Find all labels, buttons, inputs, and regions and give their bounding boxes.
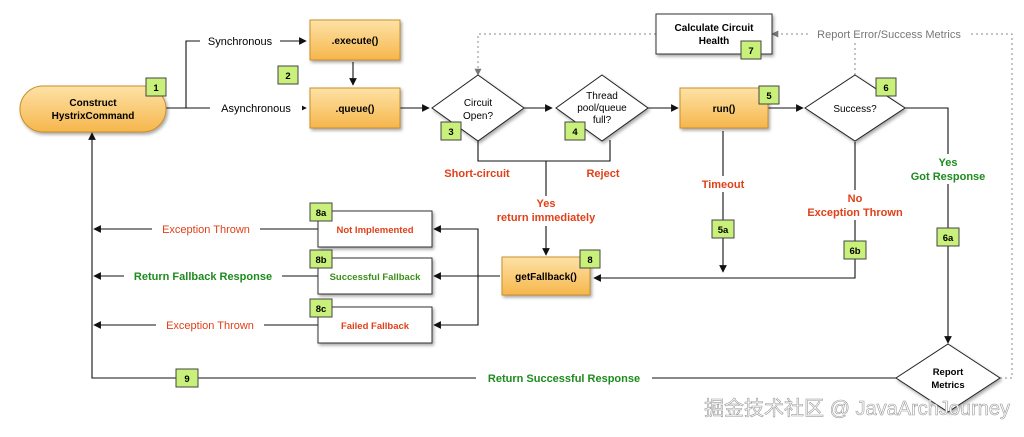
- badge-1: 1: [145, 77, 167, 97]
- label-yes-got-2: Got Response: [911, 171, 986, 183]
- svg-text:6b: 6b: [849, 246, 860, 257]
- circuit-label-1: Circuit: [464, 98, 493, 109]
- watermark: 掘金技术社区 @ JavaArchJourney: [704, 397, 1010, 420]
- report-label-1: Report: [933, 367, 964, 378]
- badge-2: 2: [277, 65, 299, 85]
- thread-label-2: pool/queue: [577, 103, 627, 114]
- badge-5: 5: [758, 85, 780, 105]
- fallback-label: getFallback(): [515, 272, 577, 283]
- label-yes-return-1: Yes: [537, 198, 556, 210]
- badges: 1 2 3 4 5 6 7 8 8a 8b 8c 5a 6b 6a 9: [145, 40, 960, 388]
- circuit-label-2: Open?: [463, 111, 493, 122]
- edge-health-circuit: [474, 33, 656, 76]
- health-label-1: Calculate Circuit: [675, 23, 755, 34]
- badge-4: 4: [564, 121, 586, 141]
- svg-text:7: 7: [748, 46, 753, 57]
- report-label-2: Metrics: [931, 380, 964, 391]
- badge-8: 8: [579, 249, 601, 269]
- svg-text:2: 2: [285, 71, 290, 82]
- edge-shortcircuit: [477, 140, 611, 162]
- label-no-exception-2: Exception Thrown: [807, 207, 903, 219]
- label-short-circuit: Short-circuit: [444, 168, 510, 180]
- badge-6b: 6b: [843, 240, 867, 260]
- badge-3: 3: [440, 121, 462, 141]
- node-queue: .queue(): [309, 87, 401, 129]
- label-return-fallback: Return Fallback Response: [134, 271, 272, 283]
- svg-text:8c: 8c: [316, 304, 327, 315]
- succ-fallback-shape: [317, 257, 433, 295]
- succ-fallback-label: Successful Fallback: [330, 272, 422, 283]
- label-exception-thrown-a: Exception Thrown: [162, 224, 250, 236]
- report-shape: [895, 343, 1001, 413]
- thread-label-1: Thread: [586, 91, 618, 102]
- edge-labels: Synchronous Asynchronous Short-circuit R…: [124, 26, 991, 386]
- label-report-metrics: Report Error/Success Metrics: [817, 29, 961, 41]
- node-run: run(): [679, 87, 769, 129]
- svg-text:4: 4: [572, 127, 578, 138]
- label-exception-thrown-c: Exception Thrown: [166, 320, 254, 332]
- node-construct: Construct HystrixCommand: [19, 85, 167, 133]
- label-yes-got-1: Yes: [939, 157, 958, 169]
- svg-text:1: 1: [153, 83, 159, 94]
- queue-label: .queue(): [336, 104, 375, 115]
- badge-6a: 6a: [936, 227, 960, 247]
- svg-text:5: 5: [766, 91, 772, 102]
- badge-6: 6: [875, 77, 897, 97]
- construct-label-2: HystrixCommand: [52, 111, 135, 122]
- node-execute: .execute(): [309, 19, 401, 61]
- node-fallback: getFallback(): [501, 256, 591, 296]
- label-synchronous: Synchronous: [208, 36, 273, 48]
- edge-fallback-branch: [433, 225, 479, 276]
- svg-text:8: 8: [587, 255, 592, 266]
- success-label: Success?: [833, 104, 877, 115]
- failed-fallback-label: Failed Fallback: [341, 321, 410, 332]
- node-successful-fallback: Successful Fallback: [317, 257, 433, 295]
- queue-shape: [309, 87, 401, 129]
- construct-shape: [19, 85, 167, 133]
- badge-8b: 8b: [309, 249, 333, 269]
- badge-8c: 8c: [309, 298, 333, 318]
- svg-text:9: 9: [184, 374, 189, 385]
- node-not-implemented: Not Implemented: [317, 210, 433, 248]
- not-impl-shape: [317, 210, 433, 248]
- execute-label: .execute(): [332, 36, 379, 47]
- run-shape: [679, 87, 769, 129]
- badge-5a: 5a: [711, 219, 735, 239]
- svg-text:6a: 6a: [943, 233, 954, 244]
- badge-8a: 8a: [309, 202, 333, 222]
- failed-fallback-shape: [317, 306, 433, 344]
- run-label: run(): [713, 104, 736, 115]
- svg-text:3: 3: [448, 127, 453, 138]
- label-no-exception-1: No: [848, 193, 863, 205]
- label-timeout: Timeout: [702, 179, 745, 191]
- svg-text:8a: 8a: [316, 208, 327, 219]
- health-label-2: Health: [699, 36, 730, 47]
- edge-fallback-8c: [433, 276, 479, 329]
- edge-success-yes: [905, 107, 952, 344]
- badge-9: 9: [175, 368, 199, 388]
- edge-success-no: [593, 142, 856, 282]
- node-failed-fallback: Failed Fallback: [317, 306, 433, 344]
- label-return-successful: Return Successful Response: [488, 373, 640, 385]
- svg-text:5a: 5a: [718, 225, 729, 236]
- thread-label-3: full?: [593, 115, 612, 126]
- svg-text:8b: 8b: [315, 255, 326, 266]
- node-health: Calculate Circuit Health: [655, 13, 773, 55]
- label-reject: Reject: [586, 168, 619, 180]
- not-impl-label: Not Implemented: [336, 225, 413, 236]
- execute-shape: [309, 19, 401, 61]
- svg-text:6: 6: [883, 83, 888, 94]
- label-asynchronous: Asynchronous: [221, 103, 291, 115]
- edge-construct-sync: [165, 40, 200, 109]
- badge-7: 7: [740, 40, 762, 60]
- fallback-shape: [501, 256, 591, 296]
- node-report-metrics: Report Metrics: [895, 343, 1001, 413]
- construct-label-1: Construct: [69, 98, 117, 109]
- label-yes-return-2: return immediately: [497, 212, 596, 224]
